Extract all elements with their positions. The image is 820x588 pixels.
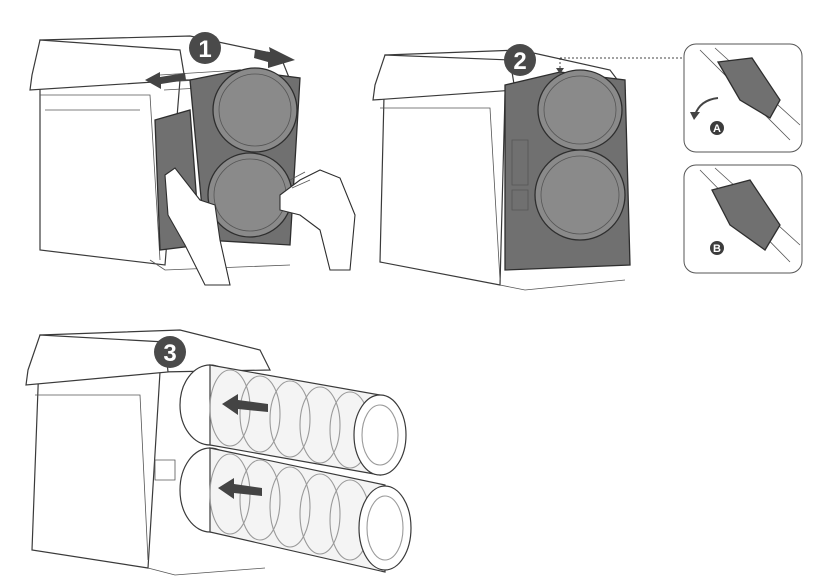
step-2-illustration: 2: [373, 44, 690, 290]
step-badge: 2: [504, 44, 536, 76]
step-badge: 3: [154, 336, 186, 368]
detail-view-b: B: [684, 165, 802, 273]
step-badge: 1: [189, 32, 221, 64]
svg-text:2: 2: [513, 48, 526, 75]
step-3-illustration: 3: [26, 330, 411, 575]
detail-view-a: A: [684, 44, 802, 152]
callout-badge: A: [710, 121, 724, 135]
step-1-illustration: 1: [30, 32, 355, 285]
callout-badge: B: [710, 241, 724, 255]
svg-text:1: 1: [198, 36, 211, 63]
svg-text:B: B: [713, 243, 721, 255]
svg-text:A: A: [713, 123, 721, 135]
svg-text:3: 3: [163, 340, 176, 367]
